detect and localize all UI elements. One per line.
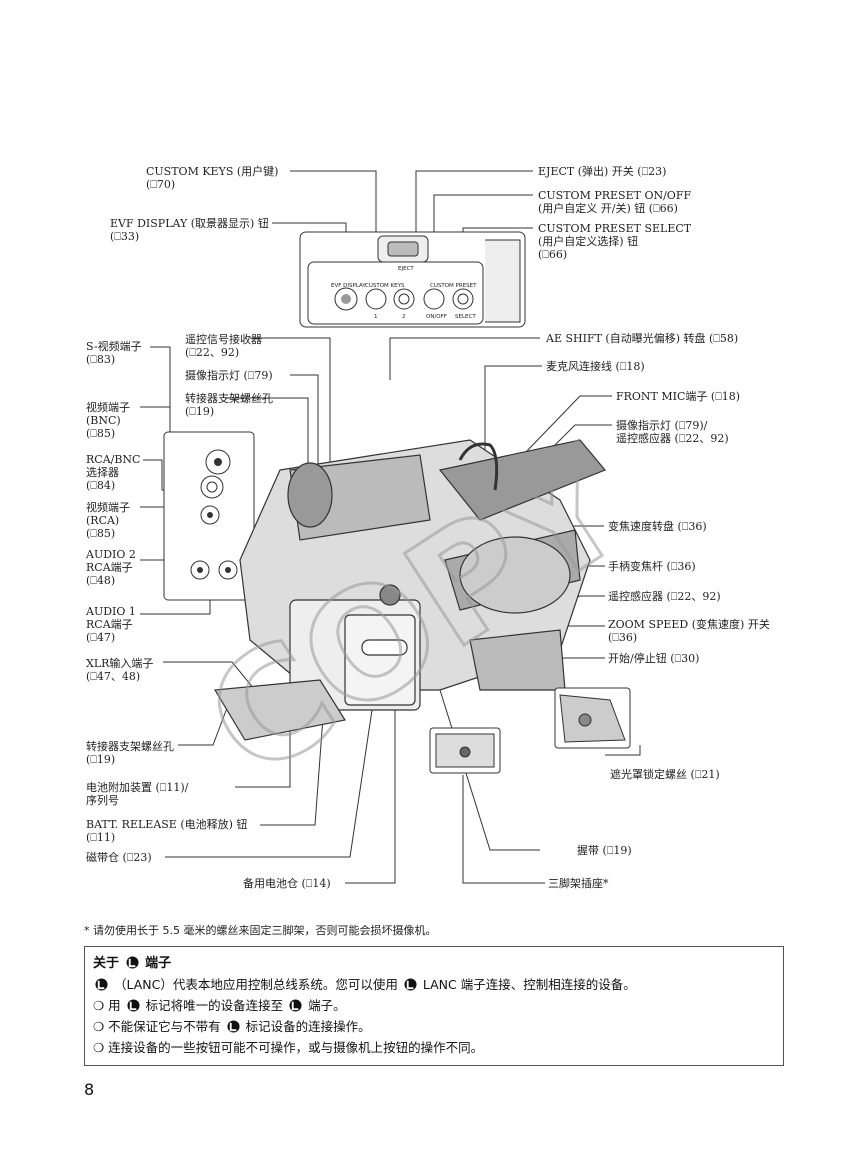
callout-lens-hood-screw: 遮光罩锁定螺丝 (⎕21) <box>610 768 720 781</box>
callout-custom-preset-select: CUSTOM PRESET SELECT(用户自定义选择) 钮(⎕66) <box>538 222 692 261</box>
info-box-line2: ❍ 用 标记将唯一的设备连接至 端子。 <box>93 998 346 1013</box>
callout-ae-shift: AE SHIFT (自动曝光偏移) 转盘 (⎕58) <box>546 332 739 345</box>
lanc-icon <box>95 978 108 991</box>
callout-remote-receiver: 遥控信号接收器(⎕22、92) <box>185 333 262 359</box>
callout-custom-keys: CUSTOM KEYS (用户键)(⎕70) <box>146 165 279 191</box>
panel-evf-display-text: EVF DISPLAY <box>331 283 366 289</box>
callout-tripod-socket: 三脚架插座* <box>548 877 609 890</box>
callout-tally-remote-sensor: 摄像指示灯 (⎕79)/遥控感应器 (⎕22、92) <box>616 419 729 445</box>
callout-tally-lamp-top: 摄像指示灯 (⎕79) <box>185 369 273 382</box>
panel-key1-text: 1 <box>374 314 378 320</box>
panel-select-text: SELECT <box>455 314 476 320</box>
callout-evf-display: EVF DISPLAY (取景器显示) 钮(⎕33) <box>110 217 269 243</box>
callout-batt-release: BATT. RELEASE (电池释放) 钮(⎕11) <box>86 818 248 844</box>
button-panel-detail <box>299 231 526 328</box>
callout-zoom-speed-switch: ZOOM SPEED (变焦速度) 开关(⎕36) <box>608 618 770 644</box>
info-box-line3: ❍ 不能保证它与不带有 标记设备的连接操作。 <box>93 1019 371 1034</box>
callout-mic-cable: 麦克风连接线 (⎕18) <box>546 360 645 373</box>
callout-s-video: S-视频端子(⎕83) <box>86 340 142 366</box>
callout-adapter-screw-bottom: 转接器支架螺丝孔(⎕19) <box>86 740 174 766</box>
panel-eject-text: EJECT <box>398 266 414 272</box>
callout-tape-compartment: 磁带仓 (⎕23) <box>86 851 152 864</box>
lanc-icon <box>289 999 302 1012</box>
info-box-line1: （LANC）代表本地应用控制总线系统。您可以使用 LANC 端子连接、控制相连接… <box>93 974 775 995</box>
callout-battery-attach: 电池附加装置 (⎕11)/序列号 <box>86 781 189 807</box>
callout-grip-zoom-lever: 手柄变焦杆 (⎕36) <box>608 560 696 573</box>
callout-video-bnc: 视频端子(BNC)(⎕85) <box>86 401 130 440</box>
callout-backup-battery: 备用电池仓 (⎕14) <box>243 877 331 890</box>
lanc-icon <box>404 978 417 991</box>
callout-adapter-screw-top: 转接器支架螺丝孔(⎕19) <box>185 392 273 418</box>
lanc-icon <box>127 999 140 1012</box>
callout-remote-sensor: 遥控感应器 (⎕22、92) <box>608 590 721 603</box>
info-box-title: 关于 端子 <box>93 956 172 971</box>
footnote: * 请勿使用长于 5.5 毫米的螺丝来固定三脚架，否则可能会损坏摄像机。 <box>84 924 437 937</box>
callout-zoom-speed-dial: 变焦速度转盘 (⎕36) <box>608 520 707 533</box>
panel-text: EVF DISPLAY CUSTOM KEYS CUSTOM PRESET 1 … <box>331 266 477 320</box>
callout-start-stop: 开始/停止钮 (⎕30) <box>608 652 700 665</box>
connector-panel-detail <box>163 431 255 601</box>
lanc-icon <box>227 1020 240 1033</box>
callout-xlr: XLR输入端子(⎕47、48) <box>86 657 154 683</box>
camcorder-diagram: COPY EVF DISPLAY CUSTOM KEYS CUSTOM PRES… <box>140 170 659 884</box>
callout-grip-belt: 握带 (⎕19) <box>577 844 632 857</box>
callout-front-mic: FRONT MIC端子 (⎕18) <box>616 390 741 403</box>
camcorder-body <box>213 439 606 741</box>
lanc-info-box: 关于 端子 （LANC）代表本地应用控制总线系统。您可以使用 LANC 端子连接… <box>84 946 784 1066</box>
lanc-icon <box>126 956 139 969</box>
callout-eject: EJECT (弹出) 开关 (⎕23) <box>538 165 667 178</box>
panel-onoff-text: ON/OFF <box>426 314 447 320</box>
page-number: 8 <box>84 1080 95 1099</box>
tripod-socket-inset <box>429 727 501 774</box>
panel-custom-keys-text: CUSTOM KEYS <box>365 283 405 289</box>
callout-custom-preset-onoff: CUSTOM PRESET ON/OFF(用户自定义 开/关) 钮 (⎕66) <box>538 189 692 215</box>
callout-video-rca: 视频端子(RCA)(⎕85) <box>86 501 130 540</box>
panel-key2-text: 2 <box>402 314 406 320</box>
lens-hood-inset <box>554 687 631 749</box>
info-box-line4: ❍ 连接设备的一些按钮可能不可操作，或与摄像机上按钮的操作不同。 <box>93 1040 484 1055</box>
panel-custom-preset-text: CUSTOM PRESET <box>430 283 477 289</box>
